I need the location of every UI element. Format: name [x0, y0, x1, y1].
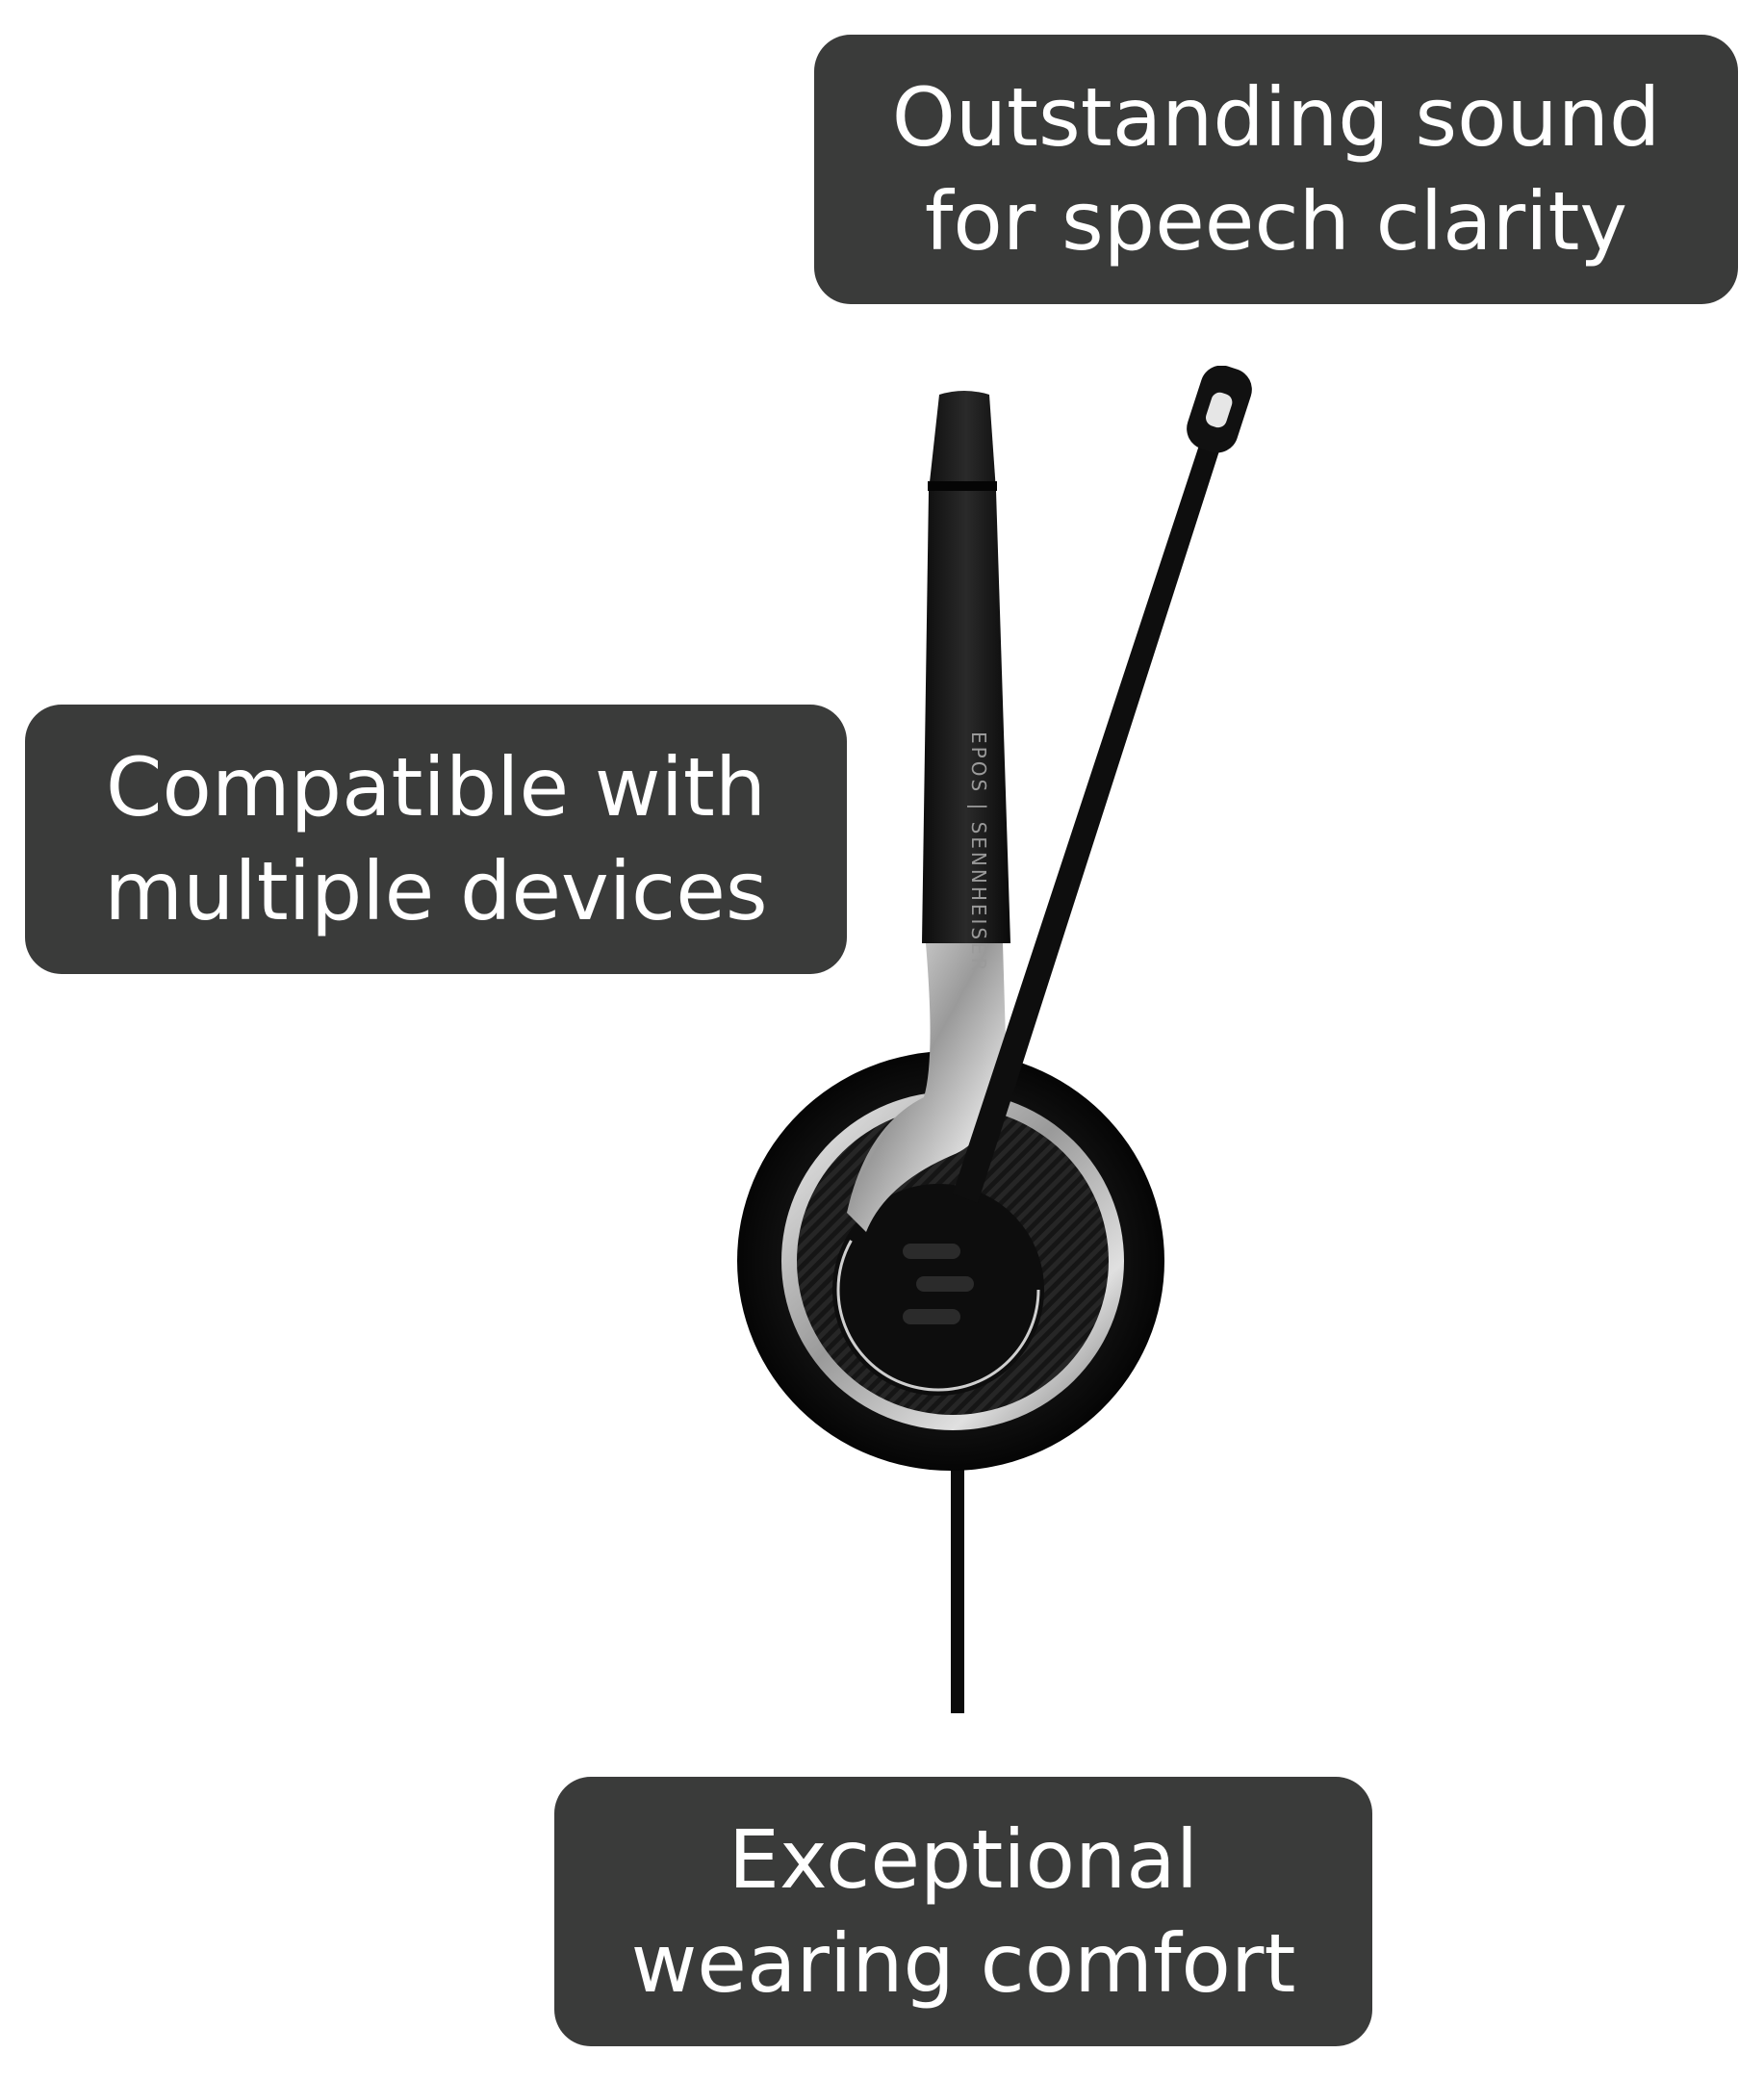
feature-callout-compatibility: Compatible with multiple devices	[25, 705, 847, 974]
feature-callout-sound-line2: for speech clarity	[924, 174, 1628, 269]
microphone-tip	[1187, 366, 1252, 453]
feature-callout-compatibility-line1: Compatible with	[105, 740, 767, 834]
epos-logo-icon	[903, 1244, 974, 1324]
headset-image: EPOS | SENNHEISER	[712, 366, 1347, 1713]
feature-callout-sound: Outstanding sound for speech clarity	[814, 35, 1738, 304]
headset-illustration: EPOS | SENNHEISER	[737, 366, 1252, 1713]
headband-slider-joint	[928, 481, 997, 491]
headband-yoke	[847, 943, 1006, 1232]
headband	[922, 391, 1010, 943]
feature-callout-comfort-line2: wearing comfort	[630, 1916, 1296, 2011]
feature-callout-compatibility-line2: multiple devices	[104, 844, 768, 938]
microphone-boom	[953, 404, 1232, 1203]
feature-callout-comfort-line1: Exceptional	[728, 1812, 1199, 1907]
cable	[951, 1444, 964, 1713]
feature-callout-comfort: Exceptional wearing comfort	[554, 1777, 1372, 2046]
headband-brand-text: EPOS | SENNHEISER	[967, 732, 990, 974]
feature-callout-sound-line1: Outstanding sound	[891, 70, 1661, 165]
ear-cup-cap-highlight	[836, 1188, 1040, 1392]
